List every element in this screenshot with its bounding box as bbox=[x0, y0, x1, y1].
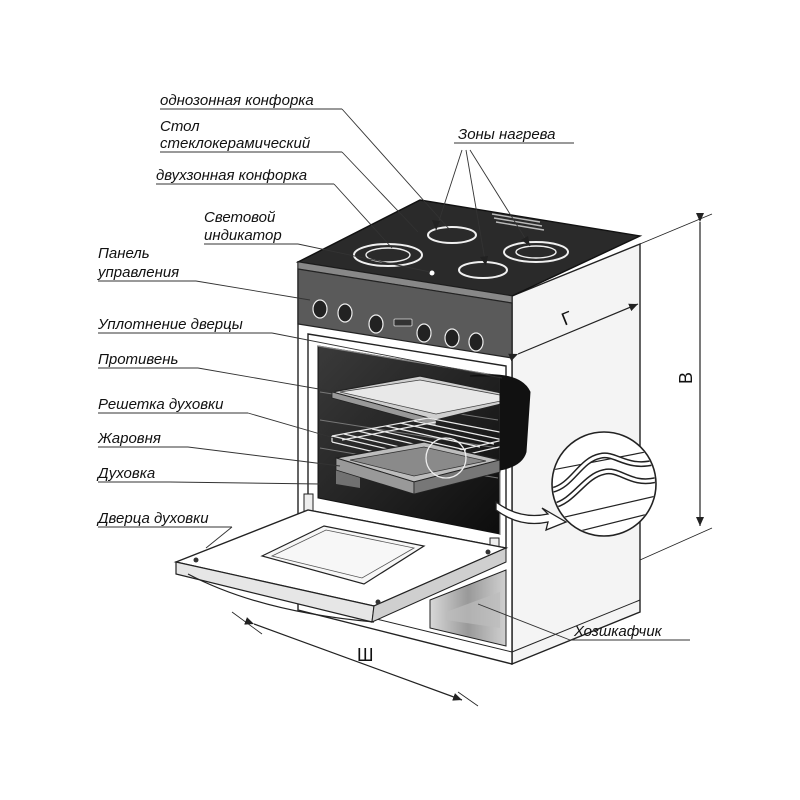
burner-front-right bbox=[458, 261, 508, 279]
control-knobs bbox=[312, 299, 484, 352]
light-indicator bbox=[429, 270, 435, 276]
glass-ceramic-top bbox=[295, 199, 643, 304]
label-door-seal: Уплотнение дверцы bbox=[97, 316, 243, 333]
dimension-lines bbox=[231, 213, 713, 707]
label-indicator-line1: Световой bbox=[204, 209, 276, 226]
label-control-panel-line1: Панель bbox=[98, 245, 150, 262]
burners bbox=[353, 226, 569, 279]
label-control-panel-line2: управления bbox=[97, 264, 179, 281]
label-oven-door: Дверца духовки bbox=[96, 510, 209, 527]
label-single-zone-burner: однозонная конфорка bbox=[160, 92, 314, 109]
vent-grill bbox=[491, 213, 545, 231]
door-window bbox=[260, 525, 426, 585]
rack-detail-inset bbox=[495, 431, 657, 537]
label-dual-zone-burner: двухзонная конфорка bbox=[156, 167, 307, 184]
label-roasting-pan: Жаровня bbox=[97, 430, 161, 447]
label-storage-drawer: Хозшкафчик bbox=[573, 623, 663, 640]
label-baking-tray: Противень bbox=[98, 351, 178, 368]
label-glass-ceramic-top-line1: Стол bbox=[160, 118, 200, 135]
label-heating-zones: Зоны нагрева bbox=[458, 126, 556, 143]
dim-width-label: Ш bbox=[357, 645, 374, 665]
roasting-pan bbox=[335, 441, 501, 495]
oven-door bbox=[173, 509, 509, 623]
label-oven: Духовка bbox=[96, 465, 155, 482]
dim-height-label: В bbox=[676, 372, 696, 384]
label-oven-rack: Решетка духовки bbox=[98, 396, 224, 413]
leader-lines bbox=[98, 108, 690, 641]
burner-back-right bbox=[503, 241, 569, 263]
label-glass-ceramic-top-line2: стеклокерамический bbox=[160, 135, 311, 152]
detail-circle bbox=[425, 437, 467, 479]
burner-single-zone bbox=[427, 226, 477, 244]
door-seal bbox=[469, 374, 531, 471]
labels: однозонная конфорка Стол стеклокерамичес… bbox=[96, 92, 663, 640]
label-indicator-line2: индикатор bbox=[204, 227, 282, 244]
